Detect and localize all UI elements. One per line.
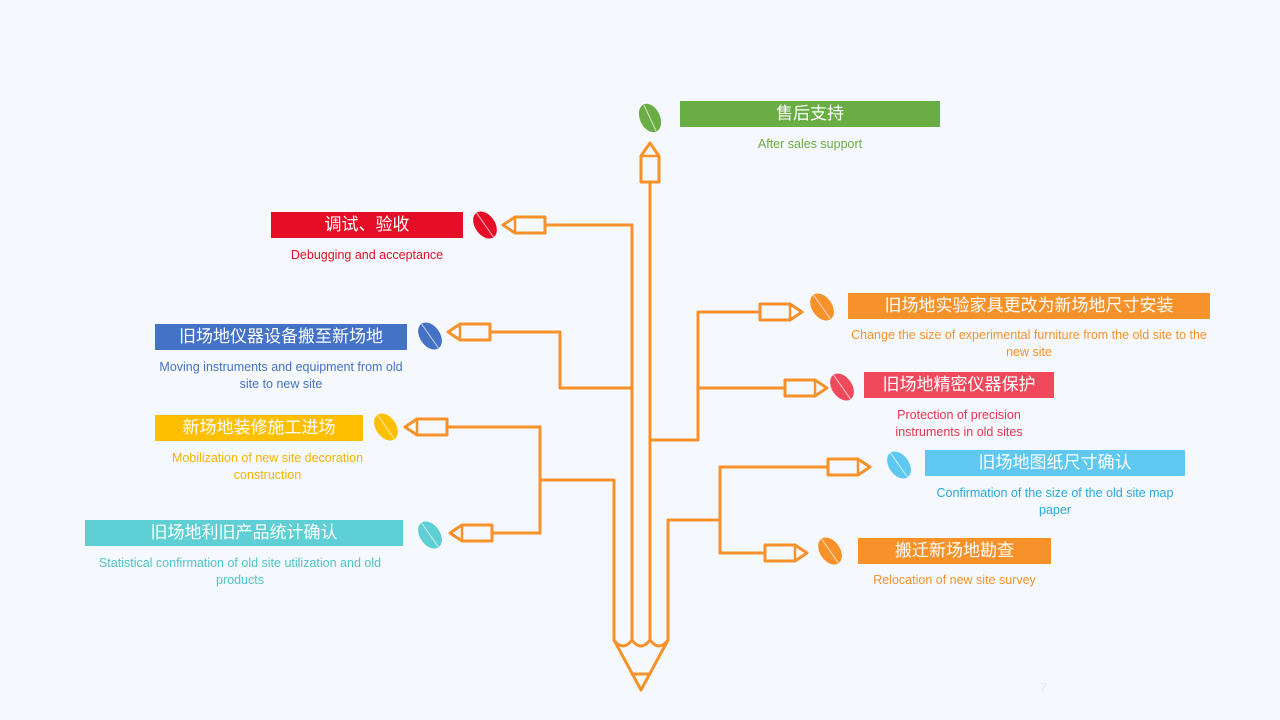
step-title: 旧场地精密仪器保护: [864, 372, 1054, 398]
step-title: 旧场地仪器设备搬至新场地: [155, 324, 407, 350]
leaf-vein: [890, 452, 908, 478]
step-subtitle: Relocation of new site survey: [873, 573, 1036, 587]
step-title: 新场地装修施工进场: [155, 415, 363, 441]
pencil-icon: [783, 378, 829, 398]
step-title: 调试、验收: [271, 212, 463, 238]
leaf-vein: [377, 414, 395, 440]
leaf-vein: [476, 212, 494, 238]
connector-line: [538, 478, 616, 602]
step-subtitle: Moving instruments and equipment from ol…: [159, 360, 403, 391]
leaf-vein: [833, 374, 851, 400]
step-title: 旧场地图纸尺寸确认: [925, 450, 1185, 476]
leaf-vein: [421, 323, 439, 349]
pencil-icon: [639, 141, 661, 184]
pencil-scallop: [612, 638, 670, 648]
pencil-icon: [446, 322, 492, 342]
connector-line: [648, 310, 762, 442]
pencil-icon: [826, 457, 872, 477]
step-subtitle: Protection of precision instruments in o…: [895, 408, 1023, 439]
step-subtitle: Confirmation of the size of the old site…: [936, 486, 1174, 517]
step-subtitle: Mobilization of new site decoration cons…: [171, 451, 364, 482]
leaf-vein: [813, 294, 831, 320]
pencil-icon: [763, 543, 809, 563]
step-title: 搬迁新场地勘查: [858, 538, 1051, 564]
step-subtitle: Debugging and acceptance: [290, 248, 444, 262]
pencil-icon: [501, 215, 547, 235]
leaf-vein: [821, 538, 839, 564]
step-title: 售后支持: [680, 101, 940, 127]
leaf-vein: [643, 104, 657, 132]
pencil-tip: [612, 638, 670, 692]
pencil-icon: [403, 417, 449, 437]
leaf-vein: [421, 522, 439, 548]
step-title: 旧场地利旧产品统计确认: [85, 520, 403, 546]
step-title: 旧场地实验家具更改为新场地尺寸安装: [848, 293, 1210, 319]
step-subtitle: Statistical confirmation of old site uti…: [98, 556, 382, 587]
pencil-icon: [448, 523, 494, 543]
pencil-icon: [758, 302, 804, 322]
step-subtitle: After sales support: [757, 137, 863, 151]
page-number: 7: [1040, 680, 1048, 695]
connector-line: [488, 330, 634, 390]
step-subtitle: Change the size of experimental furnitur…: [851, 328, 1207, 359]
